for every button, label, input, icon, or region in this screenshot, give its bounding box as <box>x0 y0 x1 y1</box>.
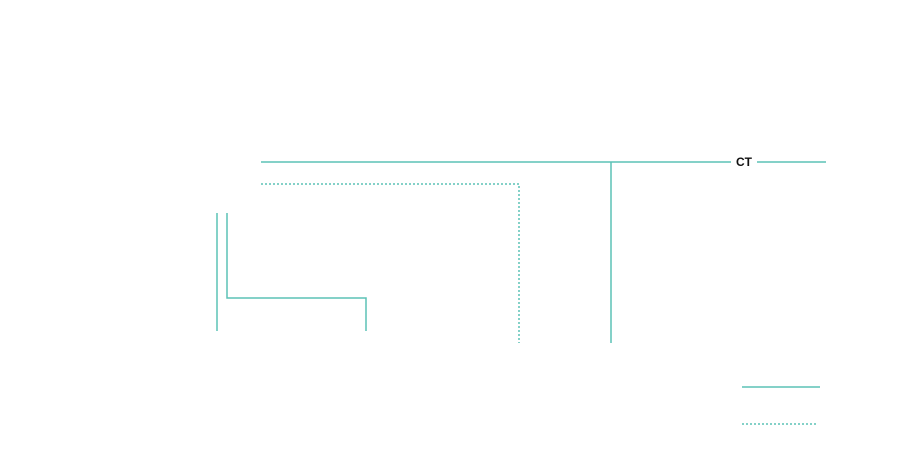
ct-label: CT <box>736 155 753 169</box>
left-bracket-line <box>226 213 367 331</box>
dotted-branch-line <box>261 183 520 343</box>
